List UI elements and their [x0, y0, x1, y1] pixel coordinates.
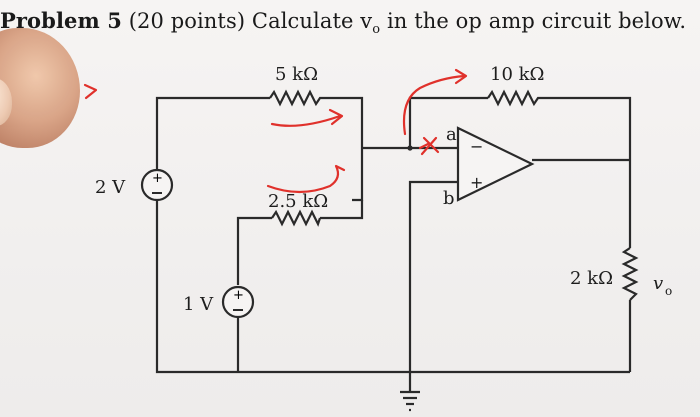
op-amp-plus: +	[470, 173, 483, 192]
red-arrowhead-5k	[328, 108, 344, 126]
red-cross-a-2	[420, 136, 438, 156]
label-10k: 10 kΩ	[490, 64, 544, 85]
junction-node-a	[407, 145, 413, 151]
label-1v: 1 V	[183, 294, 214, 315]
label-output-sub: o	[665, 284, 672, 298]
problem-var: v	[360, 9, 373, 33]
resistor-10k	[487, 89, 540, 107]
source-1v-plus: +	[233, 288, 244, 303]
op-amp-minus: −	[470, 137, 483, 156]
red-check-mark	[83, 83, 98, 100]
wire-top-left	[155, 96, 270, 170]
resistor-5k	[269, 89, 324, 107]
wire-feedback-right	[540, 96, 632, 160]
source-2v-plus: +	[152, 171, 163, 186]
red-arrow-into-a	[418, 142, 430, 150]
label-2-5k: 2.5 kΩ	[268, 191, 328, 212]
source-1v: +	[221, 285, 255, 319]
problem-title: Problem 5 (20 points) Calculate vo in th…	[0, 8, 686, 37]
circuit-wires	[155, 96, 632, 392]
problem-text-pre: (20 points) Calculate	[121, 9, 361, 33]
red-arrow-5k	[270, 114, 342, 127]
wire-25k-right-down	[320, 200, 364, 220]
red-arrow-feedback	[402, 74, 466, 136]
resistor-2-5k	[271, 209, 322, 227]
wire-bottom-rail	[155, 200, 630, 374]
label-output-v: v	[653, 273, 663, 294]
source-2v: +	[140, 168, 174, 202]
label-2k: 2 kΩ	[570, 268, 613, 289]
problem-var-sub: o	[372, 22, 381, 38]
wire-25k-left	[236, 216, 272, 285]
label-5k: 5 kΩ	[275, 64, 318, 85]
problem-text-post: in the op amp circuit below.	[380, 9, 687, 33]
label-node-b: b	[443, 188, 455, 209]
red-annotations	[266, 68, 468, 194]
problem-number: Problem 5	[0, 8, 122, 33]
wire-top-mid	[324, 96, 364, 148]
resistor-2k	[621, 247, 639, 301]
op-amp: − +	[456, 126, 535, 202]
wire-node-b-ground	[408, 180, 458, 392]
red-arrow-2-5k	[266, 164, 346, 194]
thumbnail-nail	[0, 78, 12, 126]
ground-symbol	[400, 390, 420, 412]
wire-25k-right	[352, 148, 364, 202]
red-arrowhead-feedback	[454, 68, 468, 85]
label-2v: 2 V	[95, 177, 126, 198]
label-node-a: a	[446, 124, 457, 145]
